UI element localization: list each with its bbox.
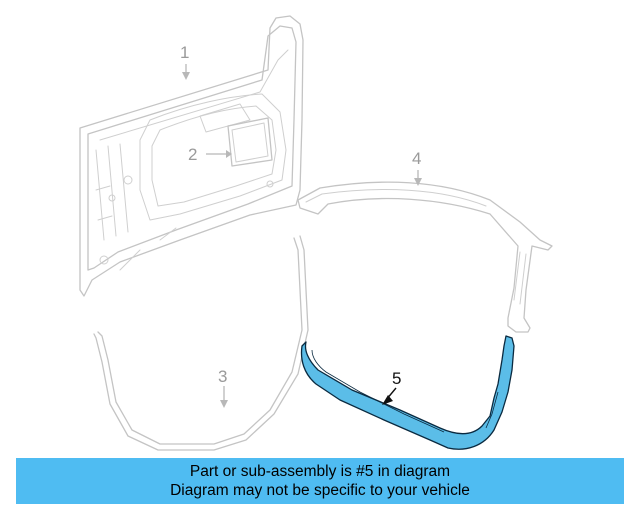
door-weatherstrip bbox=[93, 235, 309, 451]
lower-weatherstrip-highlighted bbox=[300, 335, 515, 450]
callout-1: 1 bbox=[180, 43, 189, 62]
door-inner-panel bbox=[79, 15, 304, 297]
window-frame-seal bbox=[297, 170, 553, 333]
callout-2: 2 bbox=[188, 145, 197, 164]
callout-4: 4 bbox=[412, 149, 421, 168]
banner-line-2: Diagram may not be specific to your vehi… bbox=[170, 482, 470, 499]
callout-5: 5 bbox=[392, 369, 401, 388]
banner-line-1: Part or sub-assembly is #5 in diagram bbox=[189, 463, 451, 480]
door-access-panel bbox=[206, 117, 273, 167]
callout-3: 3 bbox=[218, 367, 227, 386]
info-banner: Part or sub-assembly is #5 in diagram Di… bbox=[16, 458, 624, 504]
